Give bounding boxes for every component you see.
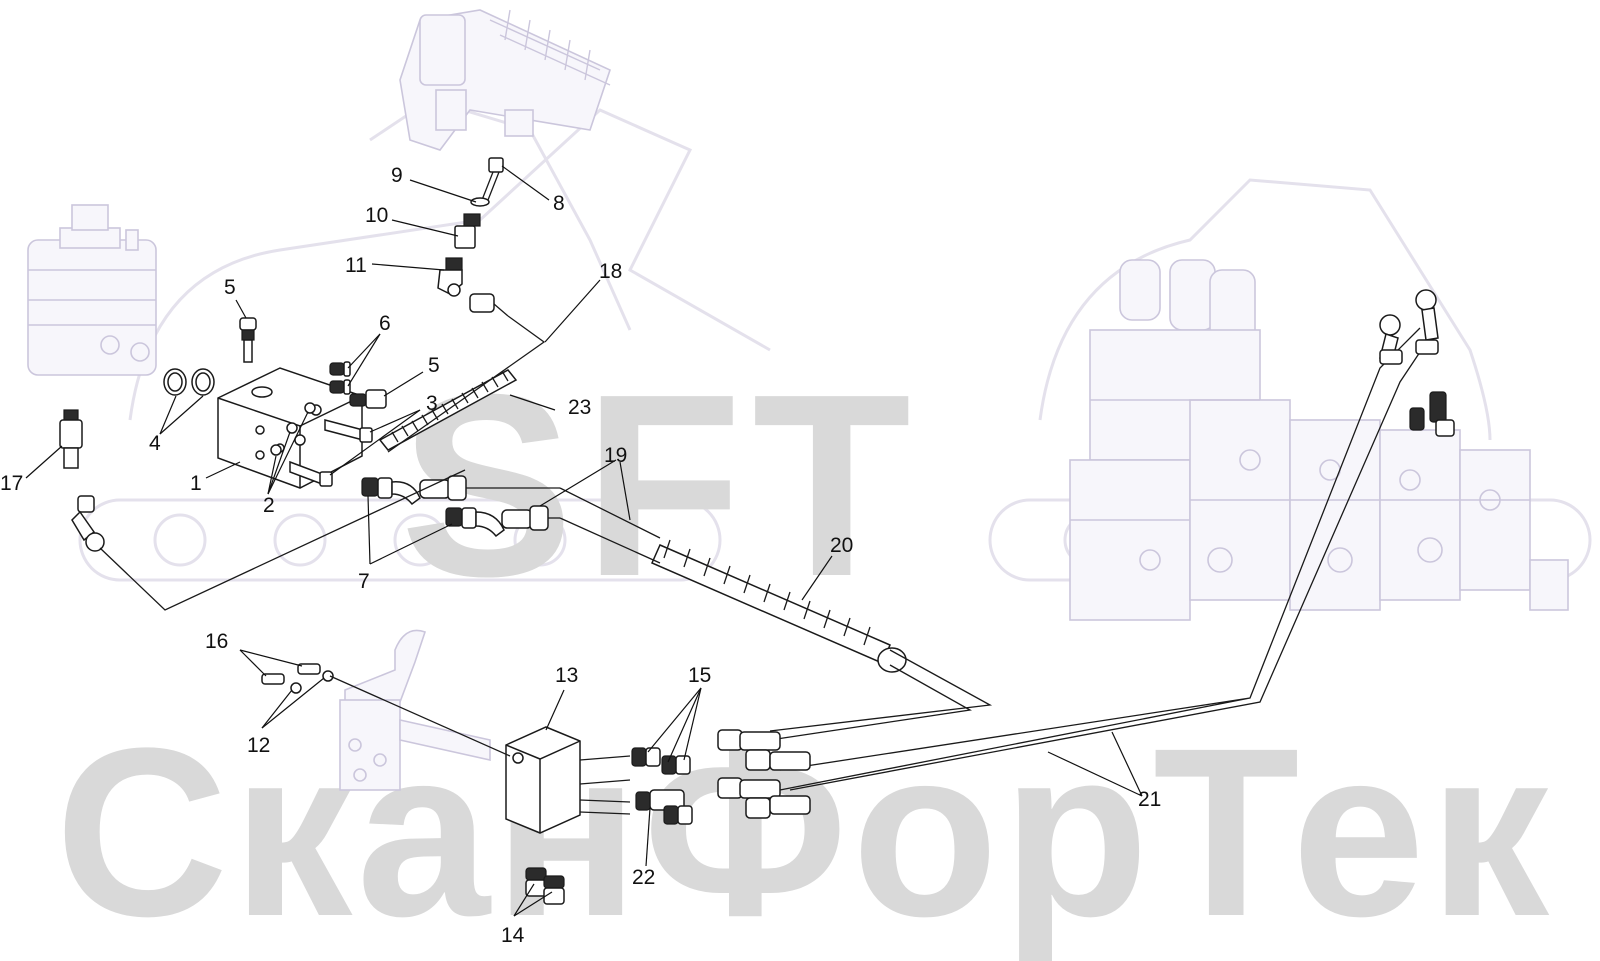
plugs [329,361,351,395]
callout-19: 19 [604,444,627,467]
pressure-fitting-side [349,389,387,409]
watermark-company-text: СканФорТек [55,698,1553,961]
bolts [289,419,373,487]
valve-bank-fittings [1379,289,1455,437]
callout-1: 1 [190,472,202,495]
fitting-chain [437,157,509,317]
callout-4: 4 [149,432,161,455]
watermark-logo-text: SFT [400,341,921,631]
hose-routes [99,315,1421,791]
o-rings [163,368,215,396]
callout-9: 9 [391,164,403,187]
block-fittings [579,729,811,825]
callout-14: 14 [501,924,525,947]
hose-elbows [361,475,560,538]
callout-5-top: 5 [224,276,236,299]
spiral-guard-long [651,539,907,673]
callout-8: 8 [553,192,565,215]
callout-13: 13 [555,664,578,687]
callout-2: 2 [263,494,275,517]
callout-6: 6 [379,312,391,335]
watermark: SFT СканФорТек [55,98,1592,961]
ghost-pedal-valve [399,9,611,151]
ghost-hydraulic-pump [27,204,157,376]
callout-18: 18 [599,260,622,283]
callout-10: 10 [365,204,388,227]
pressure-sensor-top [239,317,257,363]
bottom-plugs [525,867,565,905]
ghost-bracket-assembly [339,629,491,791]
callout-16: 16 [205,630,228,653]
callout-7: 7 [358,570,370,593]
washers [270,402,316,456]
callout-23: 23 [568,396,591,419]
callout-3: 3 [426,392,438,415]
leader-lines [25,165,1143,917]
callout-17: 17 [0,472,23,495]
callout-labels: 1 2 3 4 5 5 6 7 8 9 10 11 12 13 14 15 16… [0,164,1161,947]
callout-22: 22 [632,866,655,889]
adapter-fitting [59,409,105,552]
callout-21: 21 [1138,788,1161,811]
callout-20: 20 [830,534,853,557]
junction-block [505,726,581,834]
callout-5-side: 5 [428,354,440,377]
ghost-control-valve-block [1069,259,1569,621]
callout-11: 11 [345,254,367,277]
callout-12: 12 [247,734,270,757]
bracket-bolts [261,663,511,757]
callout-15: 15 [688,664,711,687]
